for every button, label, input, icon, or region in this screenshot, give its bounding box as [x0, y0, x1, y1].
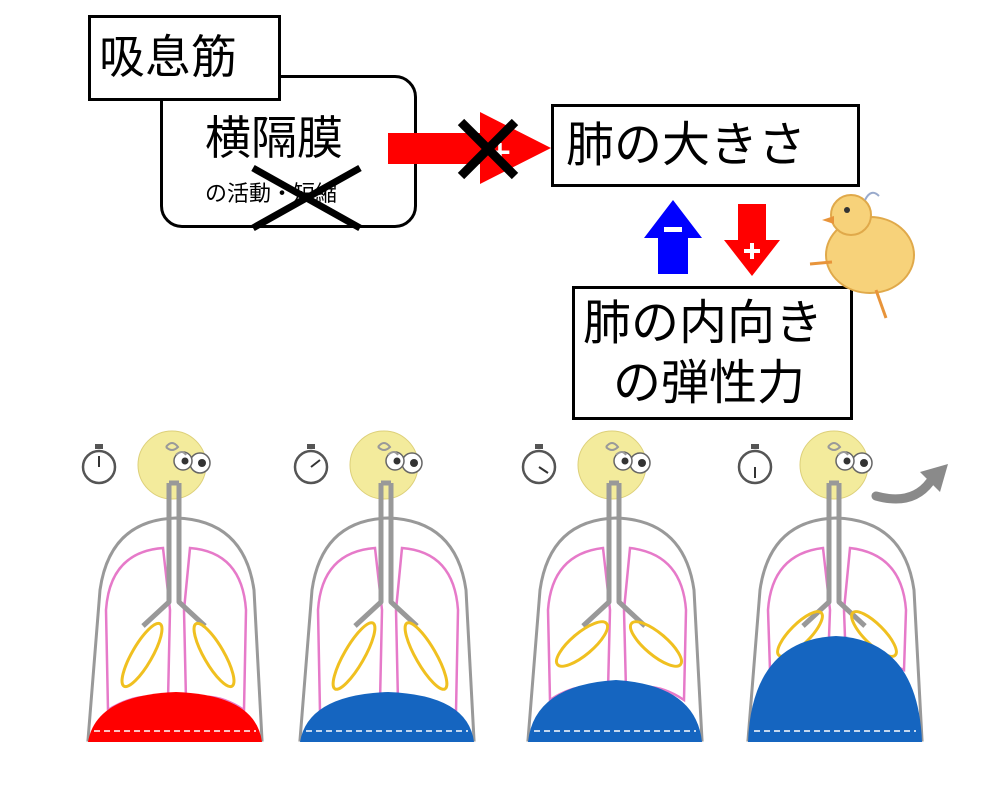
left-bronchiole [554, 620, 610, 668]
stopwatch-icon [81, 442, 117, 485]
stage-1-panel [81, 430, 264, 742]
right-bronchiole [850, 610, 898, 658]
elastic-force-line2: の弾性力 [613, 355, 806, 411]
right-bronchiole [403, 621, 449, 691]
right-bronchiole [628, 620, 684, 668]
face-icon [349, 430, 423, 500]
stopwatch-icon [737, 442, 773, 485]
diaphragm-dome [528, 680, 702, 742]
elastic-force-line1: 肺の内向き [583, 295, 824, 351]
arrow-cross-mark [457, 118, 519, 180]
diaphragm-dome [748, 636, 922, 742]
red-down-arrow [724, 204, 780, 276]
stage-2-panel [293, 430, 476, 742]
face-icon [799, 430, 873, 500]
stage-4-panel [737, 430, 948, 742]
blue-up-arrow [644, 200, 702, 274]
left-bronchiole [331, 621, 377, 691]
face-icon [577, 430, 651, 500]
stopwatch-icon [293, 442, 329, 485]
lung-size-label: 肺の大きさ [566, 117, 807, 173]
curved-arrow-icon [871, 464, 948, 504]
elastic-force-box: 肺の内向き の弾性力 [572, 286, 853, 420]
body-outline [526, 516, 704, 742]
chick-icon [809, 191, 915, 319]
muscle-group-box: 吸息筋 [88, 15, 281, 101]
face-icon [137, 430, 211, 500]
lung-size-box: 肺の大きさ [551, 104, 860, 187]
subtitle-cross-mark [251, 164, 362, 232]
right-bronchiole [192, 621, 236, 689]
diaphragm-dome [88, 692, 262, 742]
stopwatch-icon [521, 442, 557, 485]
top-diagram-graphics: + [251, 112, 915, 319]
muscle-group-label: 吸息筋 [99, 30, 237, 84]
left-bronchiole [120, 621, 164, 689]
diaphragm-dome [300, 692, 474, 742]
diaphragm-title: 横隔膜 [205, 111, 343, 165]
stage-3-panel [521, 430, 704, 742]
